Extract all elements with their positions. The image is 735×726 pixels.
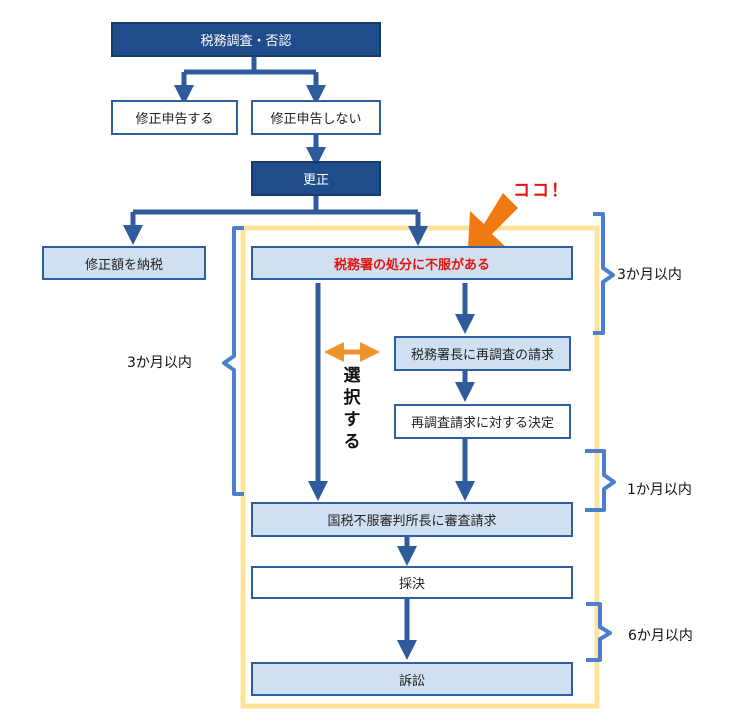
choose-label: 選択する [343,366,361,452]
pointer-arrow [468,193,518,249]
bracket-right-6m [586,602,612,662]
branch-line-correction [133,196,418,215]
here-label: ココ！ [513,181,570,201]
deadline-label-6m: 6か月以内 [628,628,693,644]
tax-audit-box: 税務調査・否認 [111,22,381,57]
reinvestigation-decision-box: 再調査請求に対する決定 [394,404,571,439]
highlight-frame [240,225,600,709]
bracket-right-1m [585,449,616,512]
no-amend-return-box: 修正申告しない [251,100,381,135]
review-request-box: 国税不服審判所長に審査請求 [251,502,573,537]
pay-amended-box: 修正額を納税 [42,246,206,280]
bracket-right-top [593,212,615,335]
bracket-left [222,226,244,496]
dissatisfied-box: 税務署の処分に不服がある [251,246,573,280]
reinvestigation-request-box: 税務署長に再調査の請求 [394,336,571,371]
lawsuit-box: 訴訟 [251,662,573,696]
deadline-label-left: 3か月以内 [127,355,192,371]
deadline-label-1m: 1か月以内 [627,482,692,498]
ruling-box: 採決 [251,566,573,599]
deadline-label-right-top: 3か月以内 [617,267,682,283]
amend-return-box: 修正申告する [111,100,238,135]
correction-box: 更正 [251,161,381,196]
branch-line-audit [184,55,316,75]
